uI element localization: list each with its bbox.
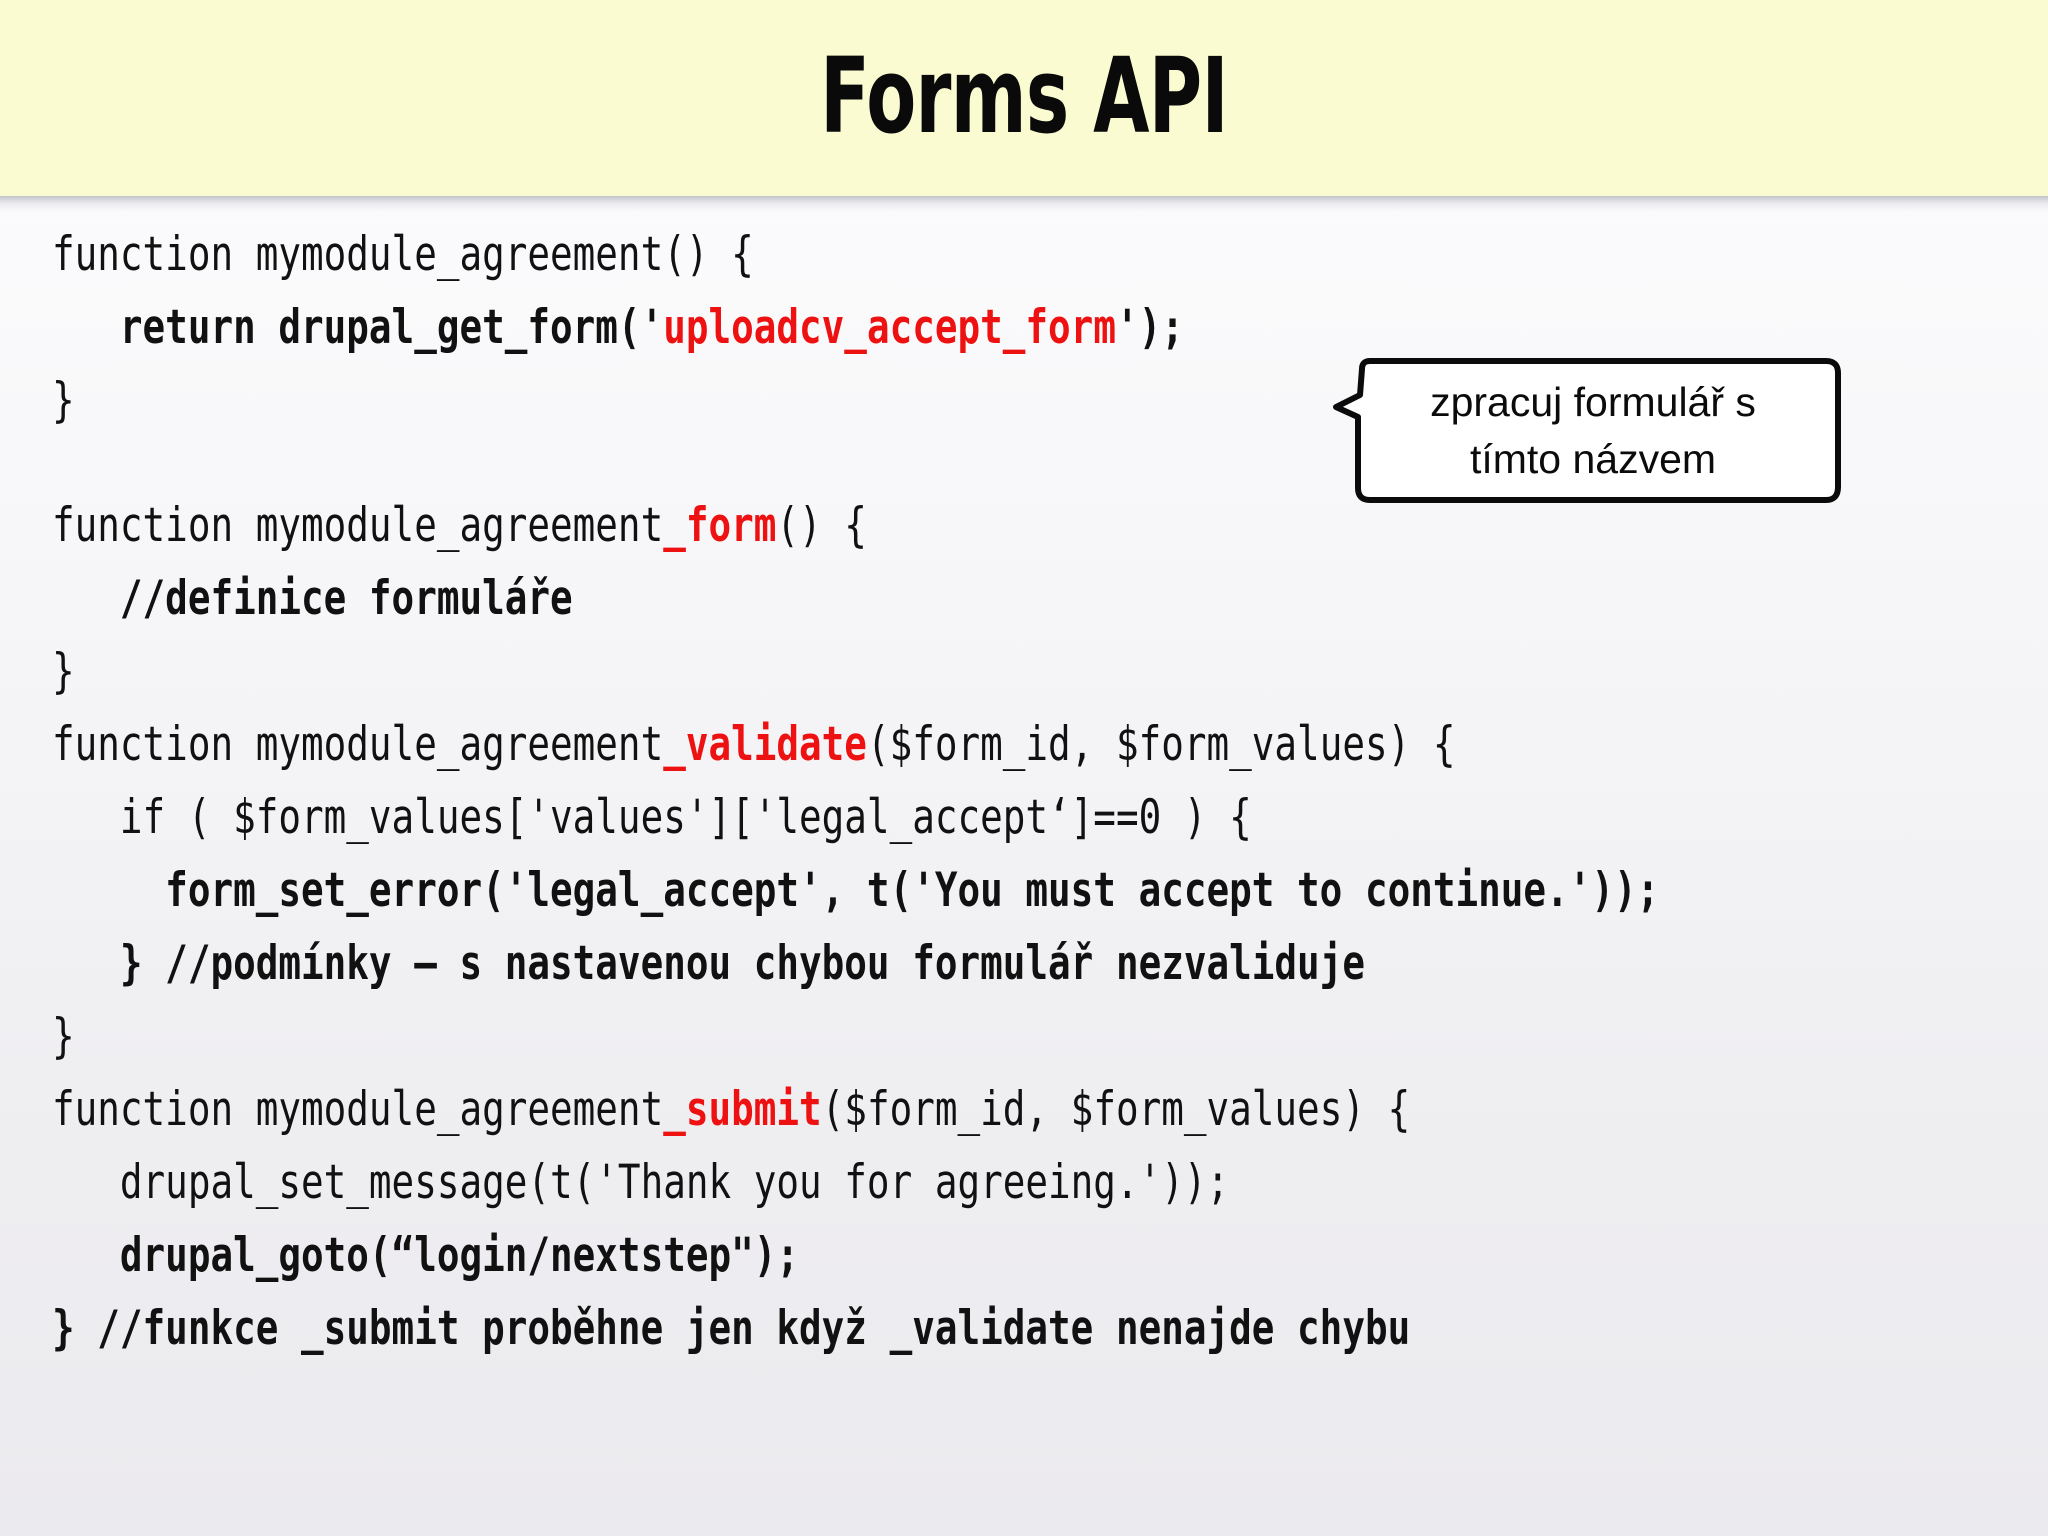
code-line: drupal_set_message(t('Thank you for agre… — [52, 1146, 1649, 1219]
callout-line-2: tímto názvem — [1469, 436, 1717, 482]
code-token-highlight: _validate — [663, 717, 867, 772]
code-token: ($form_id, $form_values) { — [866, 717, 1456, 772]
code-token: () { — [776, 498, 867, 553]
page-title: Forms API — [820, 35, 1228, 157]
code-token: if ( $form_values['values']['legal_accep… — [52, 790, 1252, 845]
callout-text: zpracuj formulář s tímto názvem — [1368, 374, 1818, 488]
code-token-highlight: _form — [663, 498, 777, 553]
code-token-highlight: _submit — [663, 1082, 822, 1137]
code-token: } //funkce _submit proběhne jen když _va… — [52, 1301, 1411, 1356]
code-line: return drupal_get_form('uploadcv_accept_… — [52, 291, 1649, 364]
code-token: //definice formuláře — [52, 571, 573, 626]
code-line: function mymodule_agreement() { — [52, 218, 1649, 291]
code-line: } //funkce _submit proběhne jen když _va… — [52, 1292, 1649, 1365]
code-token: ($form_id, $form_values) { — [821, 1082, 1411, 1137]
slide-header-band: Forms API — [0, 0, 2048, 196]
callout-line-1: zpracuj formulář s — [1430, 379, 1756, 425]
code-line: //definice formuláře — [52, 562, 1649, 635]
code-token: return drupal_get_form(' — [52, 300, 664, 355]
code-token: } //podmínky – s nastavenou chybou formu… — [52, 936, 1365, 991]
code-token: } — [52, 373, 75, 428]
code-token: function mymodule_agreement — [52, 717, 664, 772]
code-token: drupal_goto(“login/nextstep"); — [52, 1228, 800, 1283]
code-token: } — [52, 1009, 75, 1064]
code-line: } — [52, 364, 1649, 437]
callout-bubble-shape — [1333, 358, 1841, 503]
code-line: form_set_error('legal_accept', t('You mu… — [52, 854, 1659, 927]
code-token: drupal_set_message(t('Thank you for agre… — [52, 1155, 1230, 1210]
code-line: drupal_goto(“login/nextstep"); — [52, 1219, 1649, 1292]
code-token: form_set_error('legal_accept', t('You mu… — [52, 863, 1660, 918]
code-token: function mymodule_agreement — [52, 498, 664, 553]
code-line: if ( $form_values['values']['legal_accep… — [52, 781, 1649, 854]
code-token-highlight: uploadcv_accept_form — [663, 300, 1116, 355]
code-token: '); — [1115, 300, 1184, 355]
code-line: function mymodule_agreement_submit($form… — [52, 1073, 1649, 1146]
callout-bubble: zpracuj formulář s tímto názvem — [1322, 355, 1846, 507]
code-line: function mymodule_agreement_validate($fo… — [52, 708, 1649, 781]
code-token: } — [52, 644, 75, 699]
code-token: function mymodule_agreement — [52, 1082, 664, 1137]
code-block: function mymodule_agreement() { return d… — [52, 218, 2048, 1365]
code-token: function mymodule_agreement() { — [52, 227, 754, 282]
header-divider-shadow — [0, 196, 2048, 212]
code-line: } — [52, 635, 1649, 708]
code-line: } //podmínky – s nastavenou chybou formu… — [52, 927, 1649, 1000]
code-line: function mymodule_agreement_form() { — [52, 489, 1649, 562]
code-line: } — [52, 1000, 1649, 1073]
